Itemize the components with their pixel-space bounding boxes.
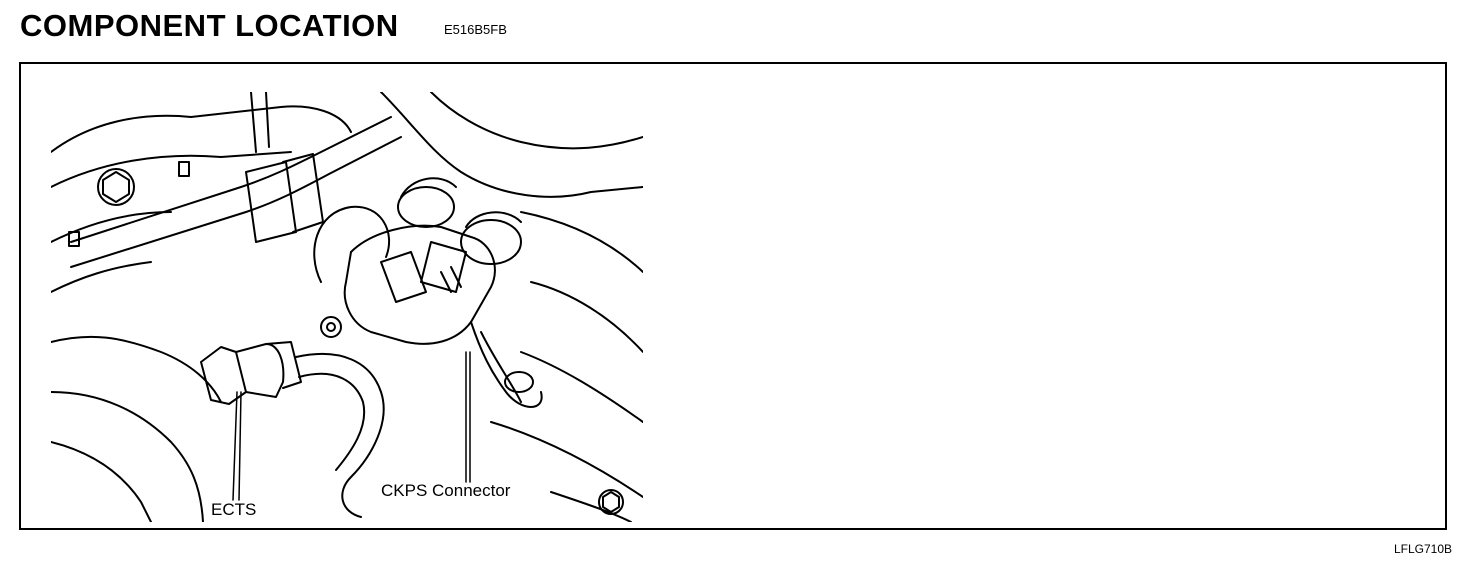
page-title: COMPONENT LOCATION xyxy=(20,8,399,43)
figure-frame: ECTS CKPS Connector xyxy=(19,62,1447,530)
engine-component-illustration xyxy=(51,92,643,522)
ects-label: ECTS xyxy=(211,500,257,519)
document-code: E516B5FB xyxy=(444,22,507,37)
ckps-connector-label: CKPS Connector xyxy=(381,481,511,500)
figure-code: LFLG710B xyxy=(1393,542,1452,556)
